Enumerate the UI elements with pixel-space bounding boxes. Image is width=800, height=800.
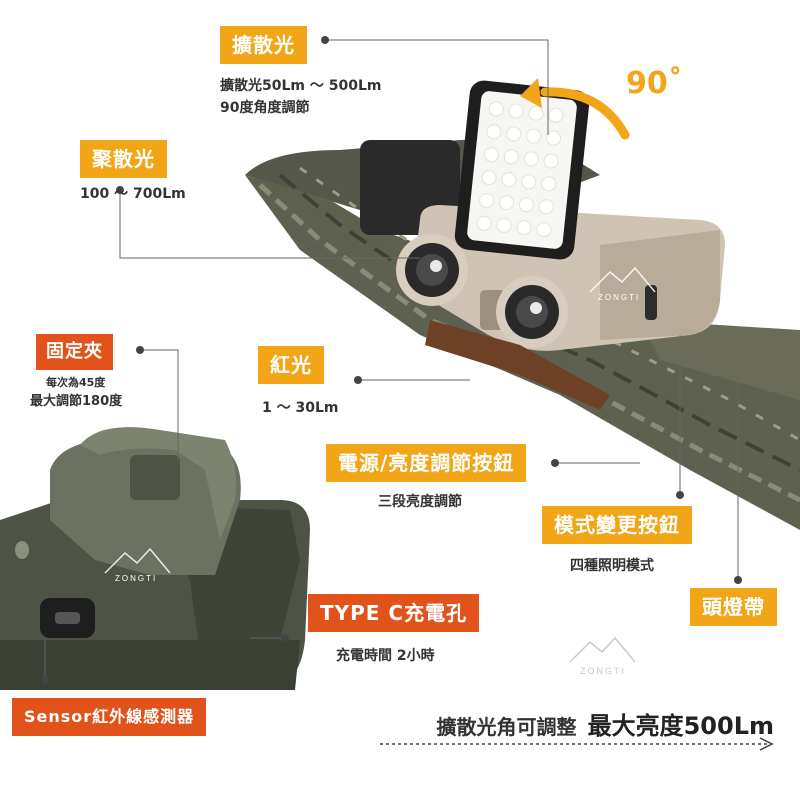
desc-clip-step: 每次為45度 [46, 376, 106, 389]
focus-lens-left [396, 234, 468, 306]
label-clip: 固定夾 [36, 334, 113, 370]
brand-logo-mark-grey [569, 636, 636, 663]
desc-clip-max: 最大調節180度 [30, 394, 123, 409]
brand-text-rear: ZONGTI [115, 574, 157, 583]
desc-diffuse-range: 擴散光50Lm ～ 500Lm [220, 78, 382, 94]
label-headband: 頭燈帶 [690, 588, 777, 626]
caption-lead: 擴散光角可調整 [436, 715, 577, 739]
label-red-light: 紅光 [258, 346, 324, 384]
label-diffuse-light: 擴散光 [220, 26, 307, 64]
leather-pad [425, 320, 610, 410]
desc-diffuse-angle: 90度角度調節 [220, 100, 310, 116]
label-mode-button: 模式變更按鈕 [542, 506, 692, 544]
caption-underline [380, 737, 774, 751]
brand-text-body: ZONGTI [598, 293, 640, 302]
rotation-arrow-icon [520, 78, 630, 140]
brand-text-watermark: ZONGTI [580, 666, 626, 676]
bottom-caption: 擴散光角可調整 最大亮度500Lm [437, 706, 775, 741]
callout-lines [44, 39, 739, 680]
desc-typec: 充電時間 2小時 [336, 648, 435, 664]
label-focus-light: 聚散光 [80, 140, 167, 178]
caption-emphasis: 最大亮度500Lm [587, 712, 774, 740]
desc-focus-range: 100 ～ 700Lm [80, 186, 186, 202]
desc-red-range: 1 ～ 30Lm [262, 400, 339, 416]
headlamp-rear-unit [0, 427, 310, 690]
brand-logo-mark [104, 266, 656, 574]
focus-lens-right [496, 276, 568, 348]
label-power-button: 電源/亮度調節按鈕 [326, 444, 527, 482]
mode-button[interactable] [645, 285, 657, 320]
desc-mode: 四種照明模式 [570, 558, 654, 574]
angle-label: 90˚ [626, 66, 683, 101]
diffuse-light-panel [454, 80, 590, 260]
label-sensor: Sensor紅外線感測器 [12, 698, 207, 736]
callout-dots [41, 36, 742, 684]
label-typec: TYPE C充電孔 [308, 594, 480, 632]
desc-power: 三段亮度調節 [378, 494, 462, 510]
